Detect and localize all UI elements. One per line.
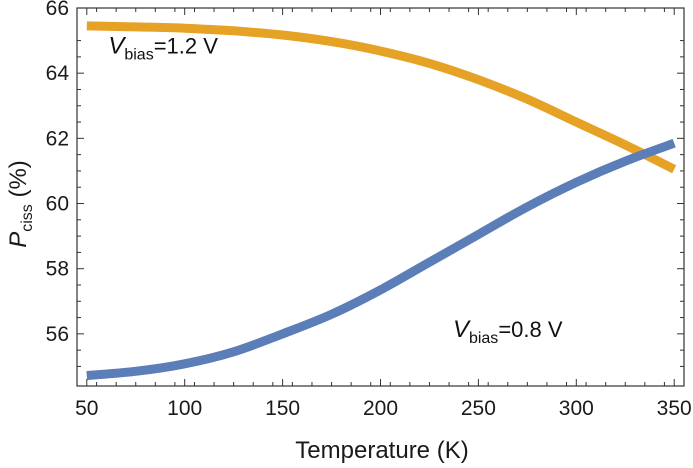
x-tick-label: 150 xyxy=(265,397,300,420)
annotation-symbol: V xyxy=(108,33,126,60)
series-annotation-2: Vbias=0.8 V xyxy=(453,316,563,347)
annotation-subscript: bias xyxy=(124,47,153,64)
y-tick-label: 66 xyxy=(46,0,69,20)
y-tick-label: 62 xyxy=(46,127,69,150)
series-line-2 xyxy=(86,138,676,381)
series-line-1 xyxy=(86,21,677,174)
annotation-value: =0.8 V xyxy=(498,317,563,342)
y-tick-label: 60 xyxy=(46,193,69,216)
y-tick-label: 56 xyxy=(46,323,69,346)
y-axis-title-main: P xyxy=(5,232,32,248)
plot-frame xyxy=(76,7,685,387)
y-axis-title-unit: (%) xyxy=(5,160,32,204)
x-tick-label: 250 xyxy=(461,397,496,420)
annotation-subscript: bias xyxy=(469,330,498,347)
series-annotation-1: Vbias=1.2 V xyxy=(108,33,218,64)
annotation-value: =1.2 V xyxy=(154,34,219,59)
y-axis-title-sub: ciss xyxy=(19,204,36,232)
x-tick-label: 100 xyxy=(167,397,202,420)
y-tick-label: 64 xyxy=(46,62,70,85)
x-tick-label: 50 xyxy=(75,397,98,420)
plot-area xyxy=(76,7,685,387)
y-axis-title: Pciss (%) xyxy=(5,160,36,248)
series-layer xyxy=(86,21,677,381)
y-tick-label: 58 xyxy=(46,258,69,281)
ticks-layer: 50 100 150 200 250 300 350 56 58 60 62 64 66 xyxy=(46,0,692,420)
x-axis-title: Temperature (K) xyxy=(295,437,468,464)
x-tick-label: 300 xyxy=(559,397,594,420)
x-tick-label: 350 xyxy=(657,397,692,420)
x-tick-label: 200 xyxy=(363,397,398,420)
annotation-symbol: V xyxy=(453,316,471,343)
